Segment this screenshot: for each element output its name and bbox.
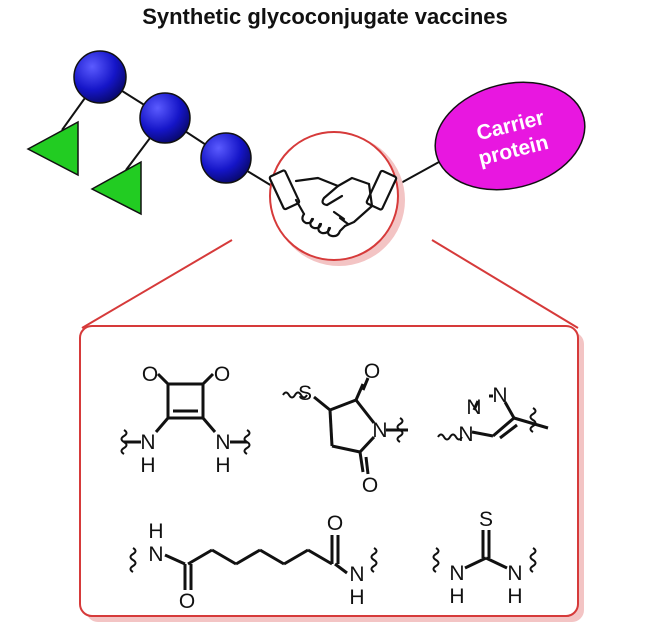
sugar-residue-ball xyxy=(200,132,252,184)
squarate-h2: H xyxy=(215,454,230,477)
maleimide-o2: O xyxy=(362,474,378,497)
sugar-residue-ball xyxy=(139,92,191,144)
squarate-linker: O O N H N H xyxy=(120,363,251,477)
adipamide-o2: O xyxy=(327,512,343,535)
squarate-n2: N xyxy=(215,431,230,454)
sugar-residue-ball xyxy=(73,50,127,104)
triazole-n2: N xyxy=(492,384,507,407)
maleimide-s: S xyxy=(298,382,312,405)
handshake-icon xyxy=(268,169,398,238)
adipamide-h2: H xyxy=(349,586,364,609)
maleimide-n: N xyxy=(372,419,387,442)
triazole-n1: N xyxy=(466,396,481,419)
thiourea-h1: H xyxy=(449,585,464,608)
maleimide-o1: O xyxy=(364,360,380,383)
thiourea-h2: H xyxy=(507,585,522,608)
maleimide-linker: S N O O xyxy=(282,360,408,497)
triazole-n3: N xyxy=(458,423,473,446)
thiourea-linker: S N H N H xyxy=(432,508,537,608)
carrier-protein: Carrier protein xyxy=(434,81,586,191)
zoom-line-right xyxy=(431,239,579,329)
terminal-sugar-triangle xyxy=(26,120,79,177)
diagram-title: Synthetic glycoconjugate vaccines xyxy=(142,4,508,29)
thiourea-s: S xyxy=(479,508,493,531)
squarate-h1: H xyxy=(140,454,155,477)
thiourea-n1: N xyxy=(449,562,464,585)
thiourea-n2: N xyxy=(507,562,522,585)
squarate-o2: O xyxy=(214,363,230,386)
terminal-sugar-triangle xyxy=(90,160,142,216)
handshake-circle xyxy=(268,131,405,266)
adipamide-h1: H xyxy=(148,520,163,543)
adipamide-o1: O xyxy=(179,590,195,613)
squarate-n1: N xyxy=(140,431,155,454)
adipamide-n1: N xyxy=(148,543,163,566)
triazole-linker: N N N xyxy=(437,384,549,446)
adipamide-linker: H N O O N H xyxy=(129,512,378,613)
squarate-o1: O xyxy=(142,363,158,386)
adipamide-n2: N xyxy=(349,563,364,586)
zoom-line-left xyxy=(81,239,233,329)
